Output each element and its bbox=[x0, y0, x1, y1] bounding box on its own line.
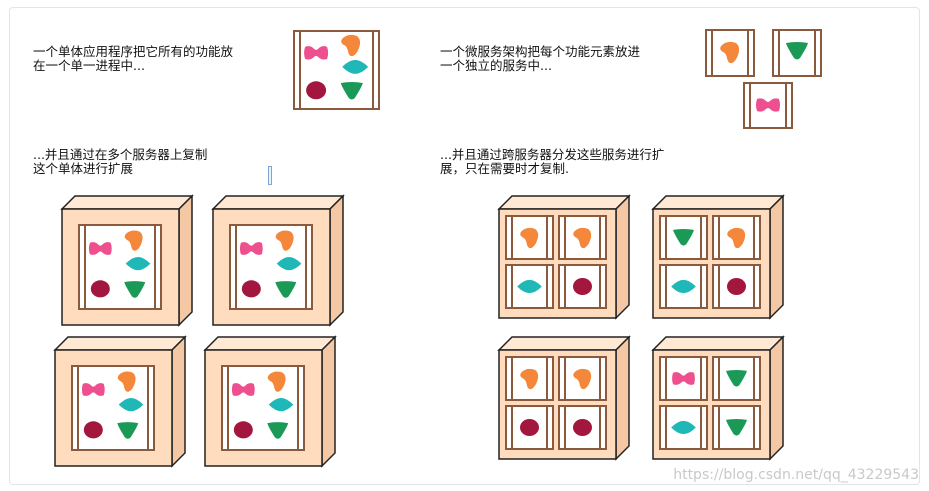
server-top bbox=[211, 195, 345, 210]
monolith-app-box bbox=[221, 365, 305, 451]
teal-diamond-icon bbox=[276, 256, 302, 271]
service-box bbox=[712, 215, 761, 260]
server-top bbox=[651, 195, 785, 210]
pink-bowtie-icon bbox=[88, 242, 112, 255]
service-box bbox=[505, 215, 554, 260]
microservice-server-3 bbox=[497, 335, 631, 461]
server-side bbox=[321, 335, 336, 468]
microservice-scale-caption: ...并且通过跨服务器分发这些服务进行扩 展，只在需要时才复制. bbox=[440, 147, 665, 176]
service-box-green bbox=[772, 29, 822, 77]
teal-diamond-icon bbox=[342, 59, 369, 74]
orange-blob-icon bbox=[124, 230, 143, 251]
green-triangle-icon bbox=[726, 369, 747, 387]
pink-bowtie-icon bbox=[81, 383, 105, 396]
crimson-oval-icon bbox=[90, 280, 110, 298]
green-triangle-icon bbox=[673, 228, 694, 246]
watermark: https://blog.csdn.net/qq_43229543 bbox=[673, 467, 919, 483]
monolith-app-box bbox=[293, 30, 380, 110]
microservice-server-1 bbox=[497, 194, 631, 320]
server-top bbox=[203, 336, 337, 351]
microservice-server-2 bbox=[651, 194, 785, 320]
service-box bbox=[712, 356, 761, 401]
orange-blob-icon bbox=[573, 368, 592, 390]
server-side bbox=[171, 335, 186, 468]
service-box bbox=[558, 356, 607, 401]
service-box bbox=[712, 405, 761, 450]
green-triangle-icon bbox=[340, 82, 363, 100]
server-top bbox=[53, 336, 187, 351]
microservice-intro-caption: 一个微服务架构把每个功能元素放进 一个独立的服务中... bbox=[440, 44, 641, 73]
green-triangle-icon bbox=[117, 422, 139, 439]
microservice-server-4 bbox=[651, 335, 785, 461]
service-box bbox=[659, 264, 708, 309]
service-box bbox=[712, 264, 761, 309]
monolith-app-box bbox=[78, 224, 162, 310]
teal-diamond-icon bbox=[125, 256, 151, 271]
teal-diamond-icon bbox=[517, 279, 542, 294]
service-box bbox=[505, 264, 554, 309]
orange-blob-icon bbox=[341, 34, 361, 57]
green-triangle-icon bbox=[267, 422, 289, 439]
monolith-server-1 bbox=[60, 194, 194, 327]
server-top bbox=[651, 336, 785, 351]
server-side bbox=[615, 194, 630, 320]
monolith-server-3 bbox=[53, 335, 187, 468]
monolith-app-box bbox=[229, 224, 313, 310]
monolith-server-2 bbox=[211, 194, 345, 327]
teal-diamond-icon bbox=[118, 397, 144, 412]
service-box-pink bbox=[743, 82, 793, 129]
orange-blob-icon bbox=[520, 227, 539, 249]
crimson-oval-icon bbox=[233, 421, 253, 439]
monolith-app-box bbox=[71, 365, 155, 451]
green-triangle-icon bbox=[124, 281, 146, 298]
crimson-oval-icon bbox=[241, 280, 261, 298]
monolith-scale-caption: ...并且通过在多个服务器上复制 这个单体进行扩展 bbox=[33, 147, 208, 176]
server-top bbox=[497, 336, 631, 351]
orange-blob-icon bbox=[573, 227, 592, 249]
teal-diamond-icon bbox=[268, 397, 294, 412]
green-triangle-icon bbox=[726, 418, 747, 436]
orange-blob-icon bbox=[727, 227, 746, 249]
monolith-server-4 bbox=[203, 335, 337, 468]
pink-bowtie-icon bbox=[756, 98, 780, 112]
service-box bbox=[558, 264, 607, 309]
orange-blob-icon bbox=[520, 368, 539, 390]
server-side bbox=[769, 194, 784, 320]
crimson-oval-icon bbox=[306, 81, 327, 100]
green-triangle-icon bbox=[275, 281, 297, 298]
orange-blob-icon bbox=[267, 371, 286, 392]
orange-blob-icon bbox=[117, 371, 136, 392]
green-triangle-icon bbox=[786, 42, 808, 60]
pink-bowtie-icon bbox=[672, 372, 695, 385]
service-box bbox=[659, 405, 708, 450]
text-cursor bbox=[268, 166, 272, 185]
server-top bbox=[60, 195, 194, 210]
server-side bbox=[178, 194, 193, 327]
monolith-intro-caption: 一个单体应用程序把它所有的功能放 在一个单一进程中... bbox=[33, 44, 234, 73]
service-box bbox=[505, 405, 554, 450]
crimson-oval-icon bbox=[573, 277, 592, 296]
service-box bbox=[505, 356, 554, 401]
orange-blob-icon bbox=[720, 41, 740, 64]
service-box bbox=[659, 356, 708, 401]
server-side bbox=[329, 194, 344, 327]
pink-bowtie-icon bbox=[239, 242, 263, 255]
crimson-oval-icon bbox=[520, 418, 539, 437]
teal-diamond-icon bbox=[671, 420, 696, 435]
service-box bbox=[659, 215, 708, 260]
service-box bbox=[558, 405, 607, 450]
crimson-oval-icon bbox=[83, 421, 103, 439]
server-top bbox=[497, 195, 631, 210]
orange-blob-icon bbox=[275, 230, 294, 251]
server-side bbox=[769, 335, 784, 461]
server-side bbox=[615, 335, 630, 461]
pink-bowtie-icon bbox=[231, 383, 255, 396]
crimson-oval-icon bbox=[727, 277, 746, 296]
service-box bbox=[558, 215, 607, 260]
teal-diamond-icon bbox=[671, 279, 696, 294]
pink-bowtie-icon bbox=[304, 46, 329, 60]
crimson-oval-icon bbox=[573, 418, 592, 437]
service-box-orange bbox=[705, 29, 755, 77]
